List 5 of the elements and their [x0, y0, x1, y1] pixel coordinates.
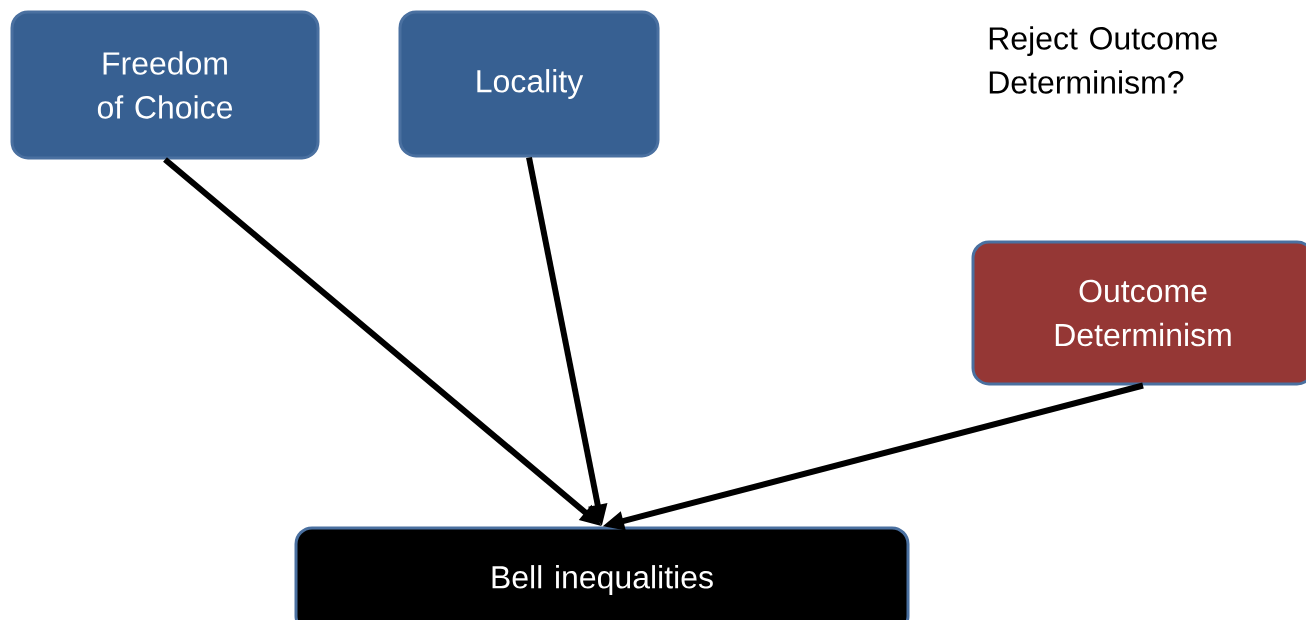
process-box: Locality [398, 10, 660, 158]
process-box: Bell inequalities [294, 526, 910, 620]
note-text: Reject Outcome Determinism? [989, 26, 1217, 94]
process-box: Freedom of Choice [10, 10, 320, 160]
process-box: Outcome Determinism [971, 240, 1306, 386]
